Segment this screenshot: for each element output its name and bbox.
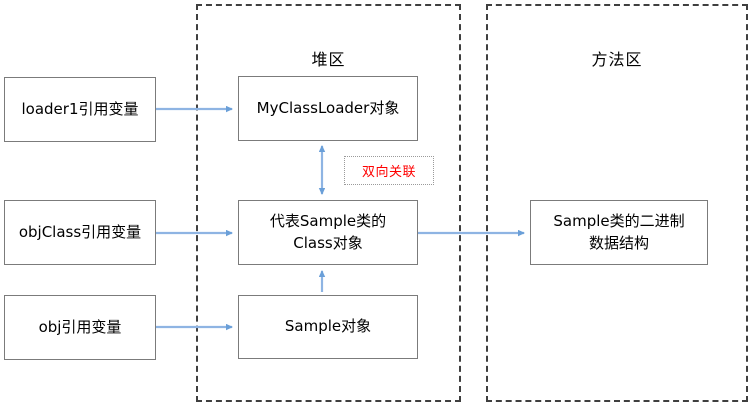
memory-region-heap: 堆区 [196, 4, 461, 402]
note-bidirectional-association-label: 双向关联 [361, 165, 416, 180]
note-bidirectional-association: 双向关联 [344, 156, 434, 185]
heap-region-title: 堆区 [311, 50, 346, 69]
node-obj-ref[interactable]: obj引用变量 [4, 295, 156, 360]
node-objclass-ref-label: objClass引用变量 [18, 222, 142, 241]
node-loader1-ref-label: loader1引用变量 [21, 99, 139, 118]
node-objclass-ref[interactable]: objClass引用变量 [4, 200, 156, 265]
node-sample-class-object-label-line2: Class对象 [293, 233, 363, 252]
method-area-region-title: 方法区 [591, 50, 643, 69]
node-sample-binary-data-label-line2: 数据结构 [588, 233, 649, 252]
node-sample-class-object[interactable]: 代表Sample类的 Class对象 [238, 200, 418, 265]
node-sample-object-label: Sample对象 [284, 317, 372, 336]
memory-region-method-area: 方法区 [486, 4, 748, 402]
node-myclassloader-object[interactable]: MyClassLoader对象 [238, 76, 418, 141]
node-obj-ref-label: obj引用变量 [38, 317, 122, 336]
node-loader1-ref[interactable]: loader1引用变量 [4, 77, 156, 142]
node-sample-object[interactable]: Sample对象 [238, 295, 418, 359]
node-sample-binary-data-label-line1: Sample类的二进制 [553, 211, 685, 230]
node-myclassloader-object-label: MyClassLoader对象 [256, 98, 400, 117]
node-sample-binary-data[interactable]: Sample类的二进制 数据结构 [530, 200, 708, 265]
node-sample-class-object-label-line1: 代表Sample类的 [269, 211, 387, 230]
